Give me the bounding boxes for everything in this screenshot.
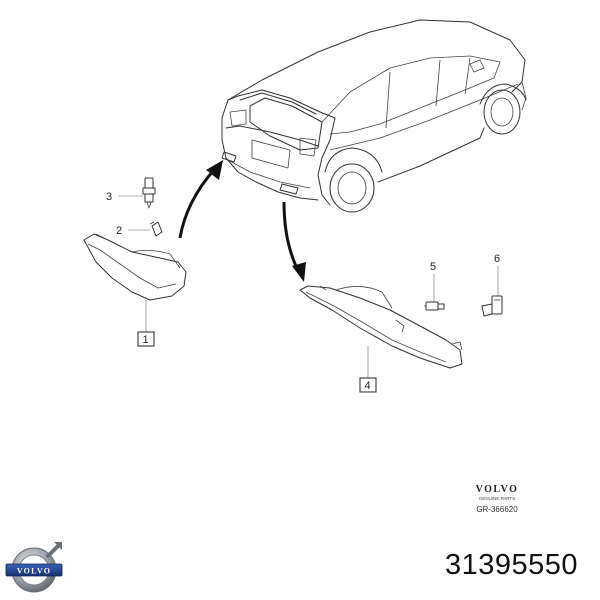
reflector-lamp-part-1 — [83, 233, 187, 347]
callout-4: 4 — [365, 380, 371, 392]
reflector-lamp-part-4 — [299, 285, 463, 393]
left-arrow — [178, 160, 223, 239]
callout-3: 3 — [106, 191, 112, 203]
bulb-part-2 — [128, 221, 163, 237]
stamp-subtitle: GENUINE PARTS — [479, 496, 515, 501]
stamp-brand: VOLVO — [476, 484, 519, 495]
bulb-holder-part-3 — [118, 177, 156, 209]
part-number: 31395550 — [444, 549, 578, 581]
stamp-code: GR-366620 — [476, 505, 518, 514]
volvo-logo-badge: VOLVO — [5, 542, 63, 593]
callout-6: 6 — [494, 253, 500, 265]
socket-part-6 — [481, 266, 503, 317]
callout-2: 2 — [116, 225, 122, 237]
right-arrow — [282, 201, 306, 282]
car-illustration — [221, 19, 527, 213]
bulb-part-5 — [424, 274, 445, 311]
callout-5: 5 — [430, 261, 436, 273]
callout-1: 1 — [143, 334, 149, 346]
genuine-parts-stamp: VOLVO GENUINE PARTS GR-366620 — [476, 484, 519, 514]
badge-brand: VOLVO — [17, 567, 51, 576]
